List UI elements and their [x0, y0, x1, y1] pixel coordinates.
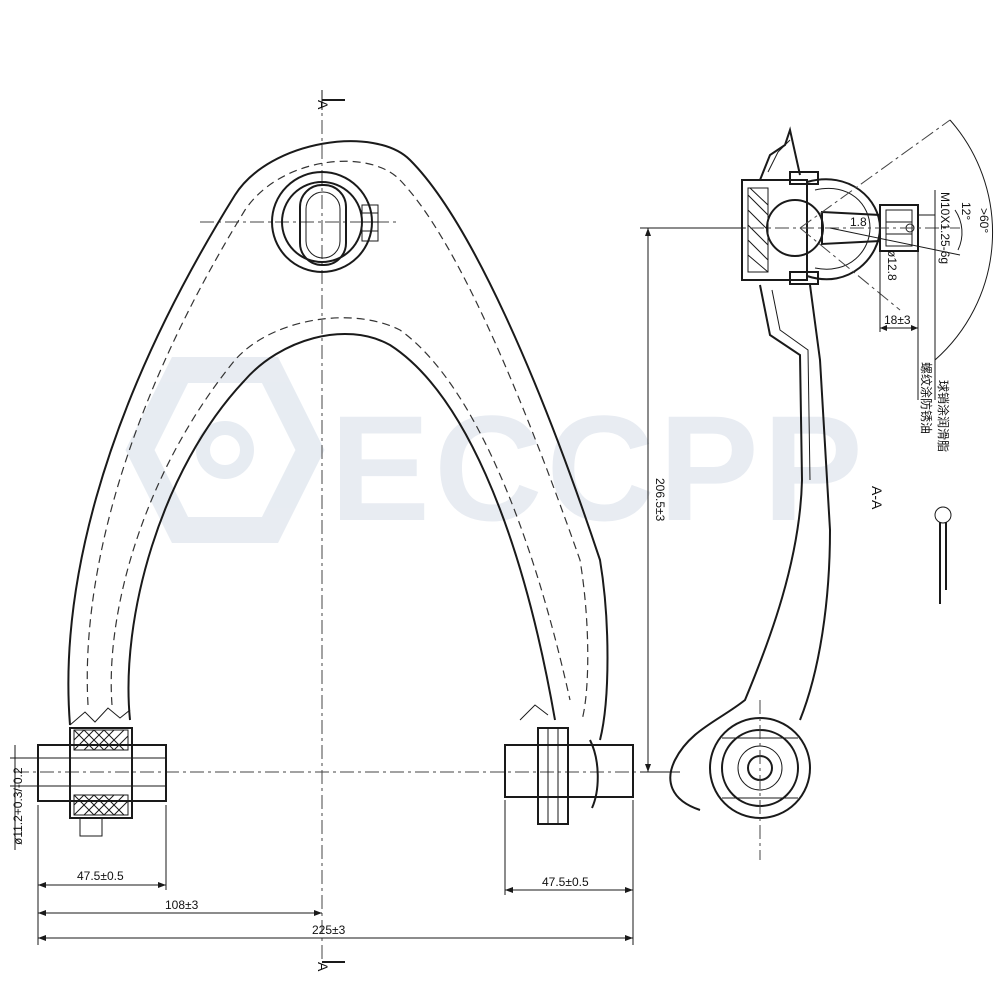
- svg-text:47.5±0.5: 47.5±0.5: [542, 875, 589, 889]
- watermark-logo-icon: [125, 357, 325, 543]
- dim-bushing-right: 47.5±0.5: [504, 800, 633, 895]
- dim-bushing-bore: ø11.2+0.3/-0.2: [10, 745, 40, 850]
- top-pivot-bushing: [271, 171, 379, 273]
- svg-text:18±3: 18±3: [884, 313, 911, 327]
- svg-text:球销涂润滑脂: 球销涂润滑脂: [936, 380, 951, 452]
- svg-text:206.5±3: 206.5±3: [653, 478, 667, 522]
- svg-text:47.5±0.5: 47.5±0.5: [77, 869, 124, 883]
- svg-text:108±3: 108±3: [165, 898, 199, 912]
- watermark: ECCPP: [125, 357, 867, 552]
- swing-line-upper: [799, 119, 951, 229]
- dim-stud-diameter: ø12.8: [879, 215, 899, 290]
- dim-half-span: 108±3: [38, 898, 322, 916]
- control-arm-front-view: [67, 140, 609, 741]
- dim-swing-angle: >60°: [934, 119, 993, 361]
- section-mark-top: A: [315, 90, 345, 110]
- ball-joint: [741, 171, 919, 285]
- svg-text:225±3: 225±3: [312, 923, 346, 937]
- notes: 螺纹涂防锈油 球销涂润滑脂: [917, 245, 951, 452]
- dim-height: 206.5±3: [640, 227, 745, 773]
- dim-thread: M10X1.25-6g: [918, 190, 952, 264]
- watermark-text: ECCPP: [330, 384, 867, 552]
- svg-text:>60°: >60°: [977, 208, 991, 233]
- svg-text:ø11.2+0.3/-0.2: ø11.2+0.3/-0.2: [11, 767, 25, 845]
- section-view-label: A-A: [869, 486, 885, 510]
- svg-text:A: A: [315, 100, 331, 110]
- svg-text:ø12.8: ø12.8: [885, 250, 899, 281]
- dim-cone-angle: 12°: [954, 202, 973, 251]
- control-arm-side-view: [669, 126, 832, 860]
- svg-text:12°: 12°: [959, 202, 973, 220]
- svg-text:螺纹涂防锈油: 螺纹涂防锈油: [919, 362, 934, 434]
- section-mark-bottom: A: [315, 961, 345, 972]
- svg-text:A: A: [315, 962, 331, 972]
- swing-line-lower: [799, 227, 901, 311]
- svg-text:M10X1.25-6g: M10X1.25-6g: [938, 192, 952, 264]
- dim-bushing-left: 47.5±0.5: [37, 805, 167, 945]
- cotter-pin-icon: [934, 506, 952, 604]
- dim-overall-span: 225±3: [38, 800, 634, 945]
- right-bushing: [504, 727, 634, 825]
- left-bushing: [37, 727, 167, 837]
- cone-line: [829, 227, 961, 256]
- dim-ball-offset: 1.8: [850, 215, 867, 229]
